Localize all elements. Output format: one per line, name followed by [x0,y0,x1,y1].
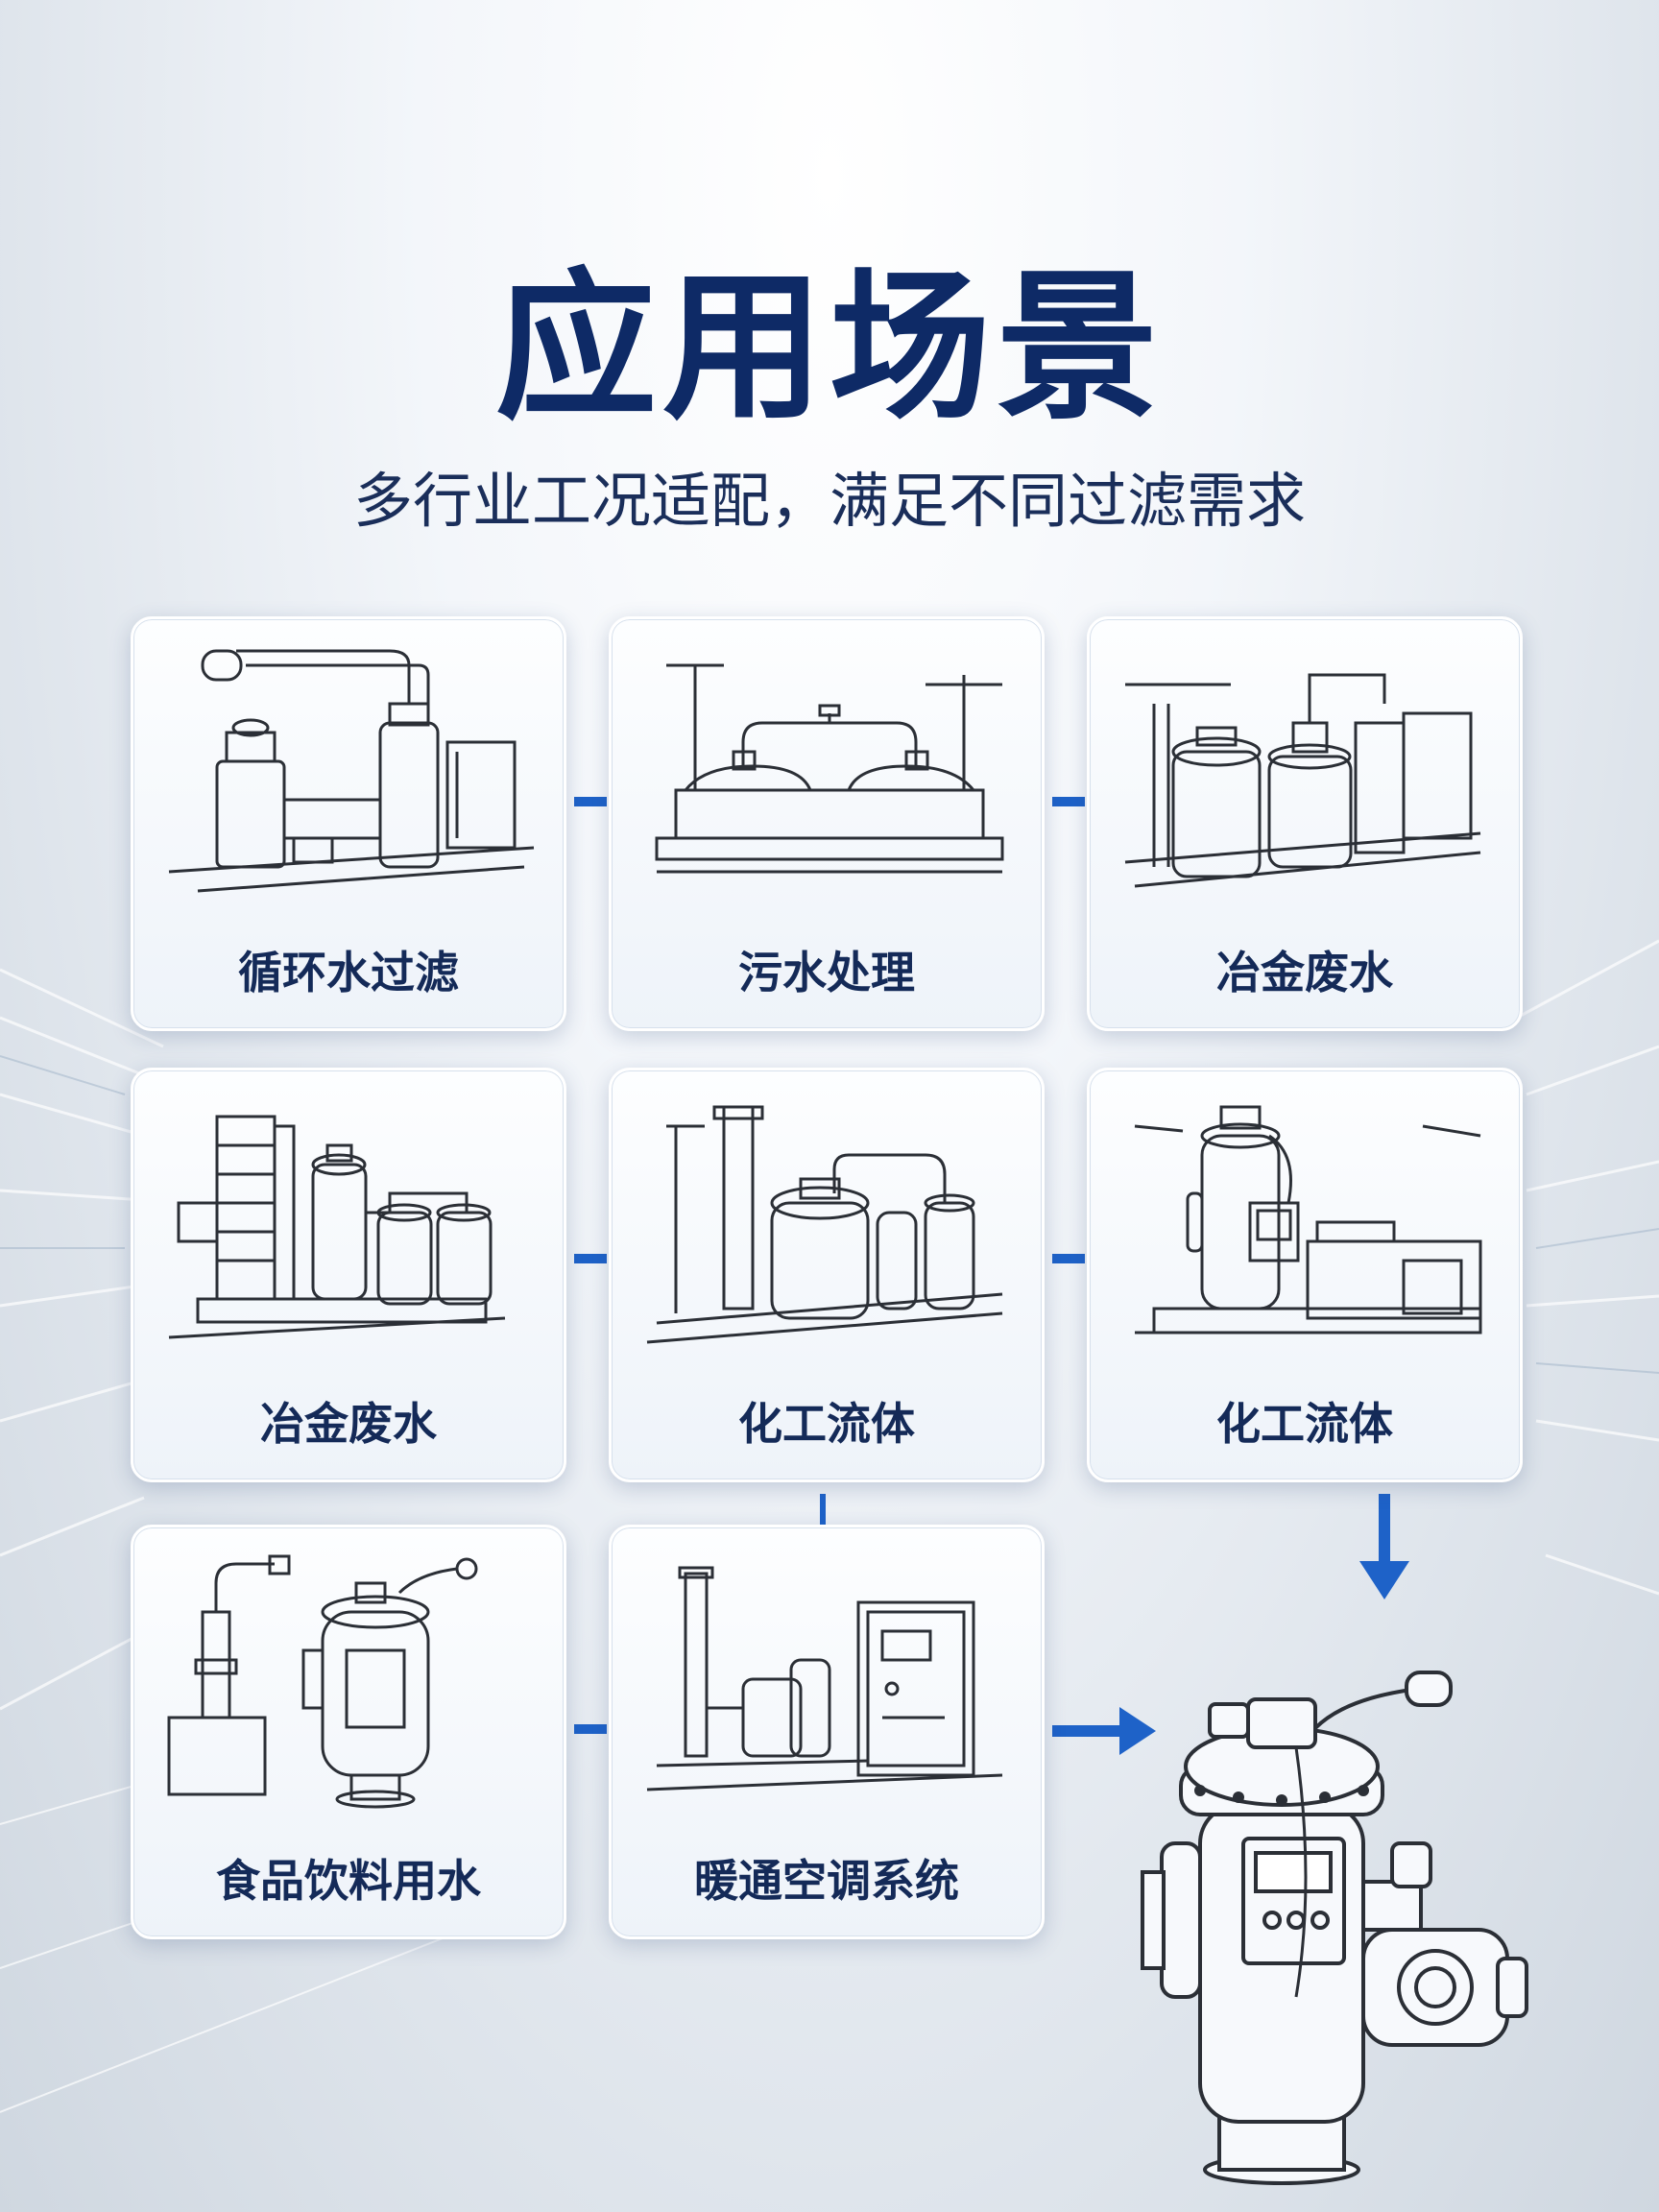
card-label: 污水处理 [738,947,915,998]
chemical-tanks-icon [646,1105,1003,1344]
connector [574,1254,607,1263]
page-title: 应用场景 [495,253,1164,442]
connector [574,1724,607,1734]
hvac-control-cabinet-icon [646,1566,1003,1791]
metallurgy-tanks-icon [1124,673,1481,888]
scenario-card-hvac-system[interactable]: 暖通空调系统 [609,1525,1045,1939]
scenario-card-sewage-treatment[interactable]: 污水处理 [609,616,1045,1031]
connector [820,1494,826,1525]
card-label: 食品饮料用水 [216,1855,481,1907]
scenario-card-metallurgy-wastewater[interactable]: 冶金废水 [1087,616,1523,1031]
scenario-card-chemical-fluid[interactable]: 化工流体 [609,1068,1045,1482]
scenario-card-food-beverage-water[interactable]: 食品饮料用水 [131,1525,566,1939]
card-label: 循环水过滤 [238,947,459,998]
scenario-card-circulating-water[interactable]: 循环水过滤 [131,616,566,1031]
card-label: 化工流体 [1216,1398,1393,1450]
scenario-card-chemical-fluid-2[interactable]: 化工流体 [1087,1068,1523,1482]
connector [1052,797,1085,806]
chemical-filter-skid-icon [1134,1105,1482,1334]
food-beverage-filter-icon [167,1554,478,1809]
circulating-water-equipment-icon [168,649,535,893]
arrow-right-icon [1052,1707,1156,1755]
card-label: 化工流体 [738,1398,915,1450]
sewage-treatment-equipment-icon [655,663,1004,874]
connector [574,797,607,806]
scenario-card-metallurgy-wastewater-2[interactable]: 冶金废水 [131,1068,566,1482]
card-label: 暖通空调系统 [694,1855,959,1907]
connector [1052,1254,1085,1263]
arrow-down-icon [1359,1494,1409,1599]
metallurgy-column-icon [168,1115,506,1339]
card-label: 冶金废水 [1216,947,1393,998]
page-subtitle: 多行业工况适配，满足不同过滤需求 [352,466,1306,536]
self-cleaning-filter-icon [1141,1671,1528,2185]
card-label: 冶金废水 [260,1398,437,1450]
